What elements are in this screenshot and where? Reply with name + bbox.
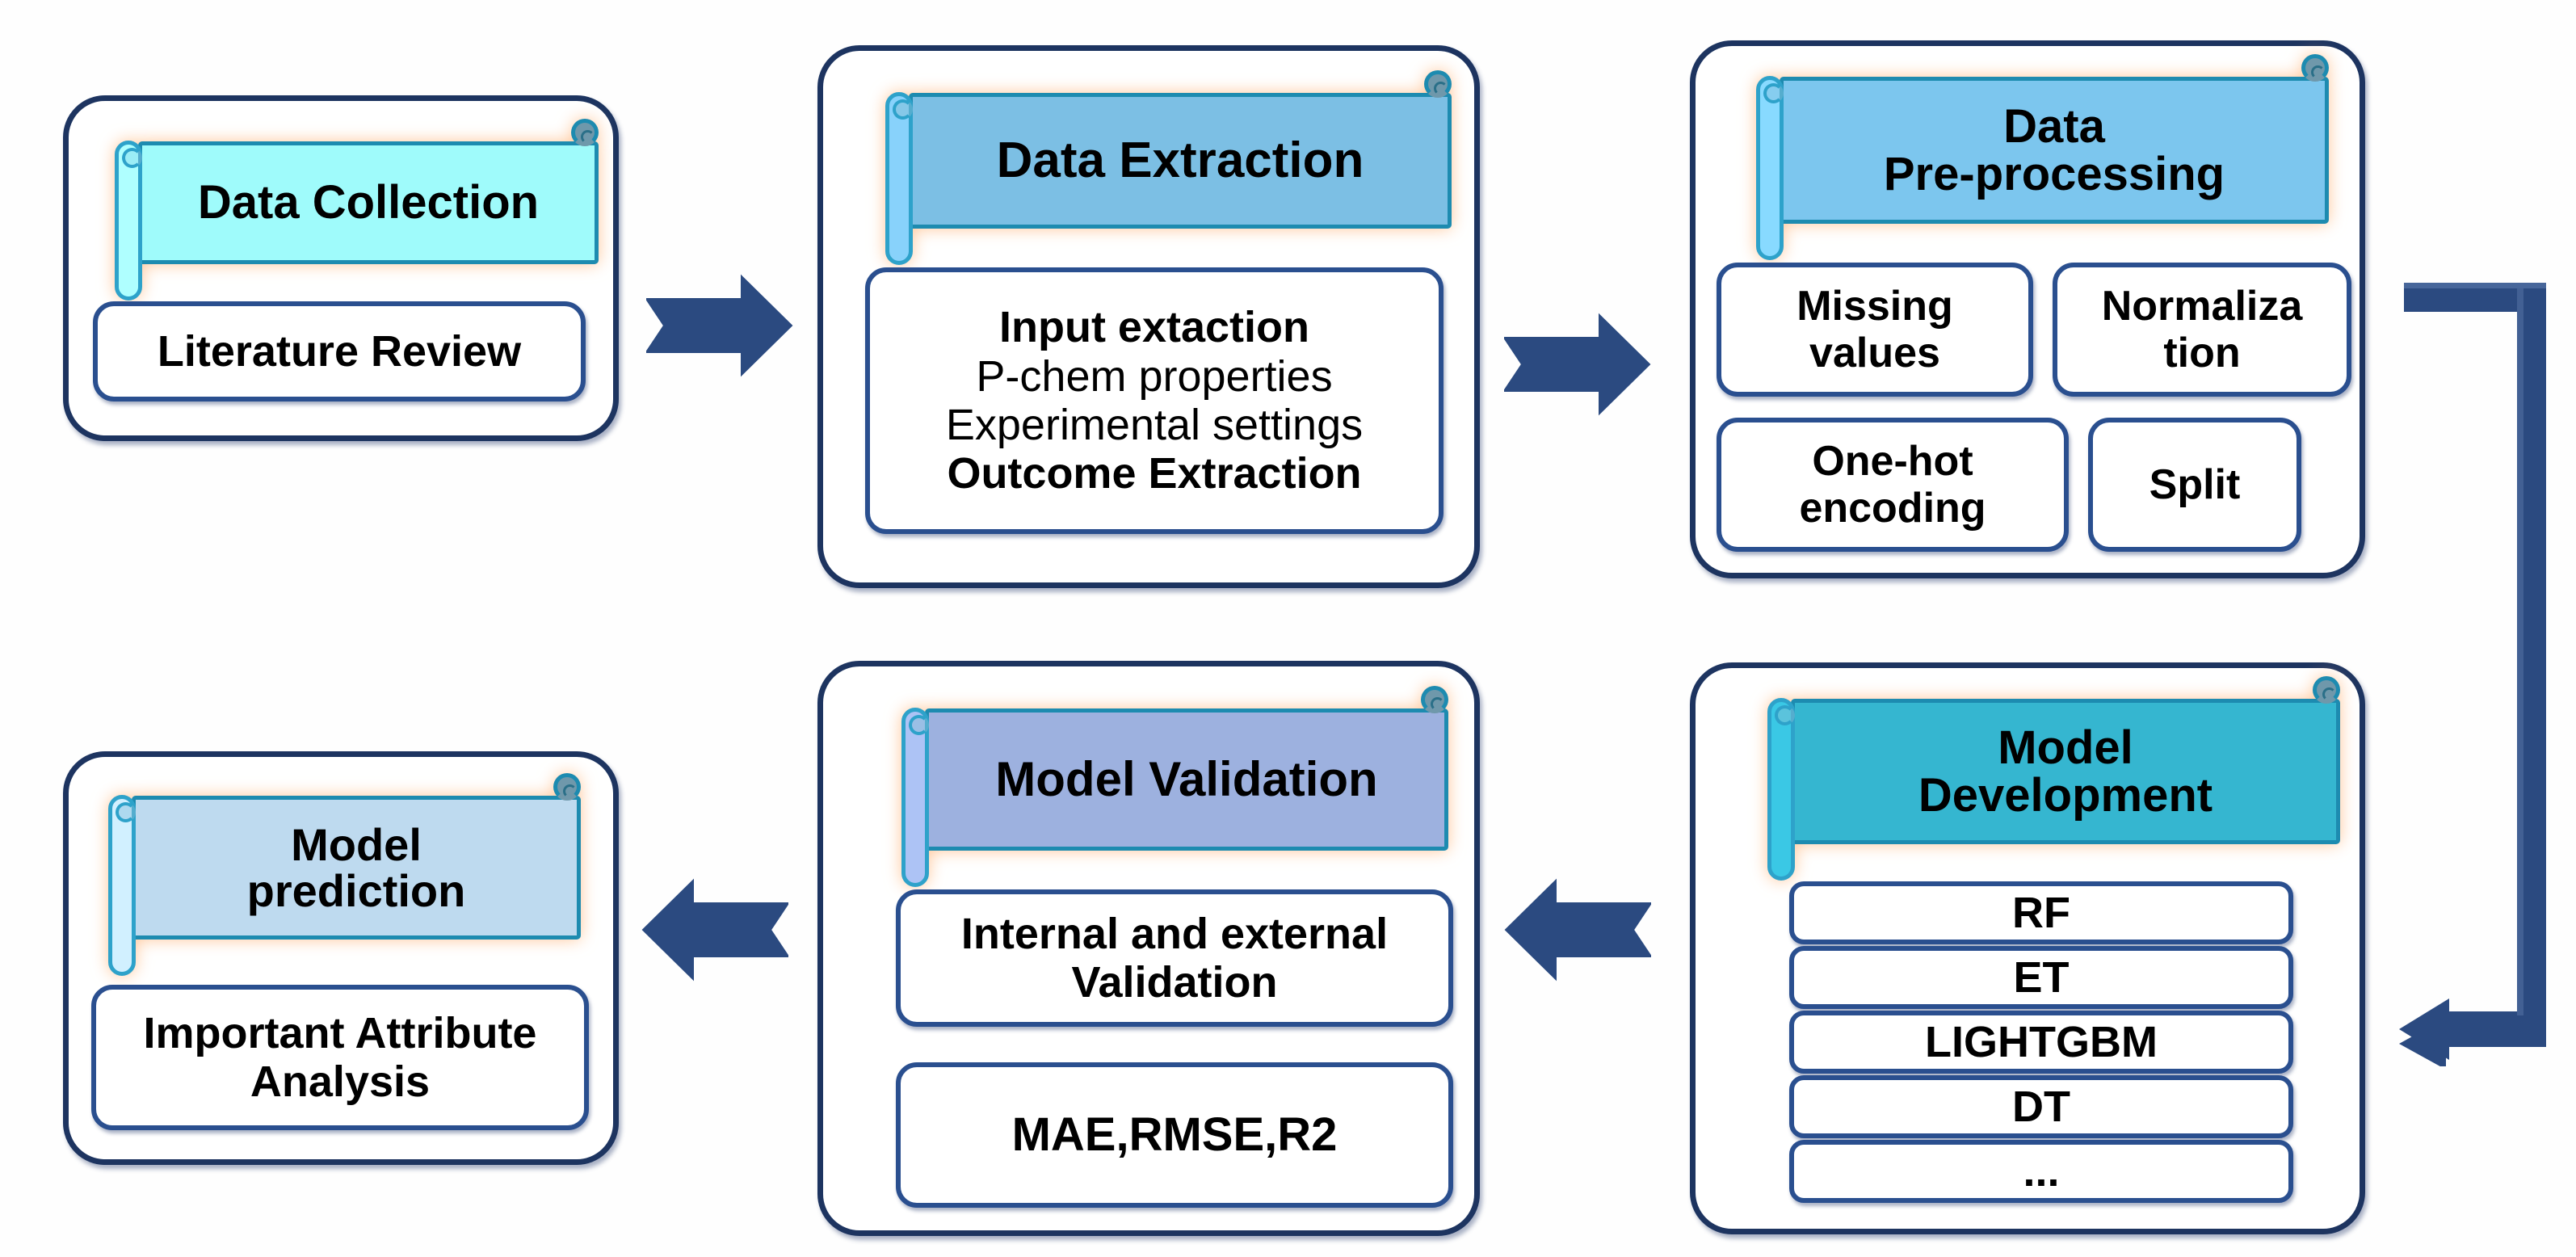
banner-line: Data [2003, 99, 2105, 153]
stage-banner-model-development: Model Development [1767, 676, 2340, 881]
sub-item-line: P-chem properties [976, 351, 1333, 401]
sub-item-line: LIGHTGBM [1925, 1017, 2158, 1066]
stage-card-model-validation[interactable]: Model Validation Internal and external V… [817, 661, 1480, 1236]
sub-item-line: Internal and external [960, 909, 1389, 958]
scroll-curl-icon [2301, 54, 2329, 82]
sub-item-line: encoding [1799, 485, 1986, 532]
scroll-curl-icon [2313, 676, 2340, 704]
scroll-roll-left [901, 708, 929, 887]
sub-item-model-et[interactable]: ET [1789, 946, 2293, 1009]
stage-banner-model-prediction: Model prediction [108, 773, 581, 976]
scroll-roll-left [115, 141, 142, 301]
sub-item-extraction-details[interactable]: Input extaction P-chem properties Experi… [865, 267, 1443, 534]
sub-item-missing-values[interactable]: Missing values [1717, 263, 2033, 397]
sub-item-literature-review[interactable]: Literature Review [93, 301, 586, 401]
stage-banner-model-validation: Model Validation [901, 686, 1448, 887]
banner-line: Development [1918, 769, 2213, 822]
sub-item-line: tion [2163, 330, 2241, 376]
stage-banner-data-collection: Data Collection [115, 119, 599, 301]
stage-banner-label: Data Extraction [996, 132, 1364, 189]
scroll-roll-left [1756, 76, 1784, 260]
sub-item-line: MAE,RMSE,R2 [1011, 1108, 1338, 1161]
stage-card-model-prediction[interactable]: Model prediction Important Attribute Ana… [63, 751, 619, 1165]
banner-line: Model [1998, 721, 2133, 774]
stage-banner-data-pre-processing: Data Pre-processing [1756, 54, 2329, 260]
scroll-roll-left [1767, 698, 1795, 881]
banner-line: Model [291, 818, 422, 870]
stage-card-data-extraction[interactable]: Data Extraction Input extaction P-chem p… [817, 45, 1480, 588]
sub-item-line: Missing [1796, 282, 1953, 330]
stage-card-data-collection[interactable]: Data Collection Literature Review [63, 95, 619, 441]
sub-item-line: DT [2012, 1082, 2070, 1131]
sub-item-internal-external-validation[interactable]: Internal and external Validation [896, 889, 1453, 1027]
sub-item-line: ET [2013, 952, 2070, 1002]
arrow-preprocessing-to-development-loop [2359, 267, 2576, 1070]
sub-item-line: ... [2023, 1146, 2060, 1196]
scroll-curl-icon [1421, 686, 1448, 713]
sub-item-line: Input extaction [998, 303, 1309, 352]
stage-banner-data-extraction: Data Extraction [885, 70, 1452, 265]
sub-item-line: Validation [1071, 958, 1278, 1007]
scroll-curl-icon [571, 119, 599, 146]
scroll-curl-icon [1424, 70, 1452, 98]
scroll-roll-left [885, 92, 913, 265]
sub-item-line: Split [2149, 460, 2241, 508]
sub-item-line: One-hot [1812, 437, 1973, 485]
sub-item-important-attribute-analysis[interactable]: Important Attribute Analysis [91, 985, 589, 1130]
sub-item-line: Literature Review [157, 326, 522, 376]
stage-card-data-pre-processing[interactable]: Data Pre-processing Missing values Norma… [1690, 40, 2365, 578]
arrow-collection-to-extraction [646, 273, 793, 378]
sub-item-line: Outcome Extraction [947, 449, 1362, 498]
sub-item-model-rf[interactable]: RF [1789, 881, 2293, 944]
arrow-validation-to-prediction [641, 877, 788, 982]
sub-item-line: Normaliza [2101, 282, 2303, 330]
banner-line: prediction [246, 865, 466, 916]
sub-item-line: Experimental settings [945, 401, 1364, 449]
scroll-roll-left [108, 795, 136, 976]
arrow-development-to-validation [1504, 877, 1651, 982]
sub-item-model-lightgbm[interactable]: LIGHTGBM [1789, 1011, 2293, 1074]
stage-banner-label: Data Collection [197, 176, 540, 229]
sub-item-model-more[interactable]: ... [1789, 1140, 2293, 1203]
stage-card-model-development[interactable]: Model Development RF ET LIGHTGBM DT ... [1690, 662, 2365, 1234]
stage-banner-label: Model Validation [995, 752, 1378, 807]
arrow-extraction-to-preprocessing [1504, 312, 1651, 417]
sub-item-metrics[interactable]: MAE,RMSE,R2 [896, 1062, 1453, 1208]
scroll-curl-icon [553, 773, 581, 801]
banner-line: Pre-processing [1883, 148, 2225, 200]
sub-item-line: values [1809, 330, 1940, 376]
sub-item-line: Important Attribute [143, 1008, 537, 1057]
stage-banner-label: Model prediction [239, 822, 474, 914]
sub-item-model-dt[interactable]: DT [1789, 1075, 2293, 1138]
sub-item-line: Analysis [250, 1057, 431, 1106]
stage-banner-label: Data Pre-processing [1876, 103, 2233, 198]
sub-item-one-hot-encoding[interactable]: One-hot encoding [1717, 418, 2069, 552]
sub-item-normalization[interactable]: Normaliza tion [2053, 263, 2351, 397]
sub-item-line: RF [2012, 888, 2070, 937]
stage-banner-label: Model Development [1910, 724, 2221, 819]
sub-item-split[interactable]: Split [2088, 418, 2301, 552]
